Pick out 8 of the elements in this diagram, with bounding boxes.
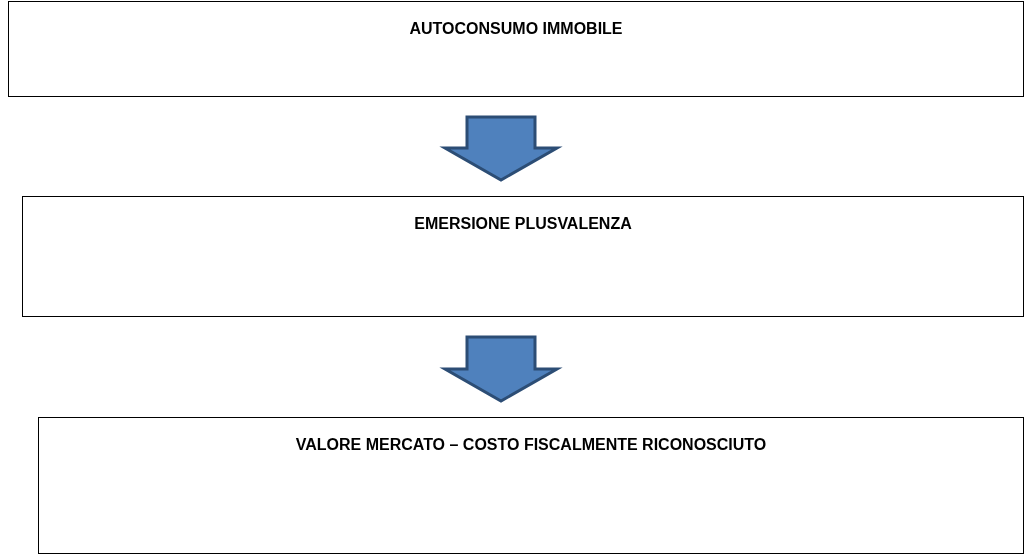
box-title: EMERSIONE PLUSVALENZA (414, 215, 632, 233)
process-box (38, 417, 1024, 554)
block-arrow (439, 335, 563, 403)
process-box (22, 196, 1024, 317)
block-arrow (439, 115, 563, 182)
box-title: AUTOCONSUMO IMMOBILE (409, 20, 623, 38)
process-box (8, 1, 1024, 97)
box-title: VALORE MERCATO – COSTO FISCALMENTE RICONOSCIUTO (295, 436, 767, 454)
